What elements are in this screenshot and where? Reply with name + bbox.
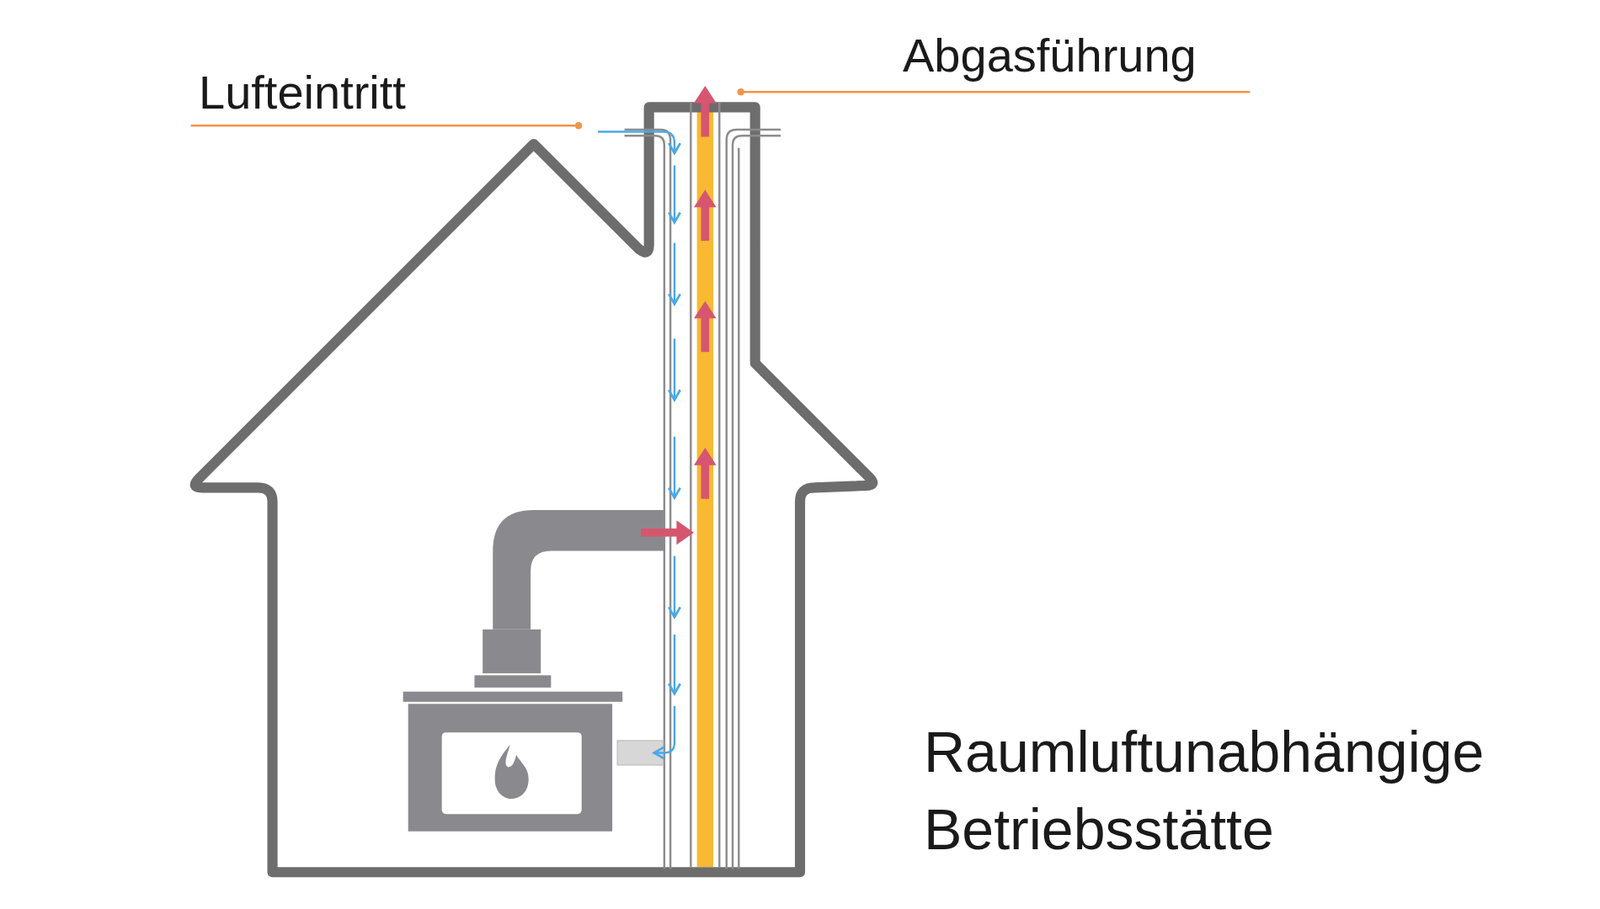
caption: Raumluftunabhängige Betriebsstätte <box>923 714 1590 870</box>
flue-gas-arrows <box>640 85 717 545</box>
callout-label: Lufteintritt <box>198 64 406 121</box>
flue-gas-channel <box>697 97 714 868</box>
stove <box>403 510 666 832</box>
house-outline <box>195 106 874 873</box>
air-flow-arrows <box>597 131 675 753</box>
callout-label: Abgasführung <box>902 26 1197 84</box>
